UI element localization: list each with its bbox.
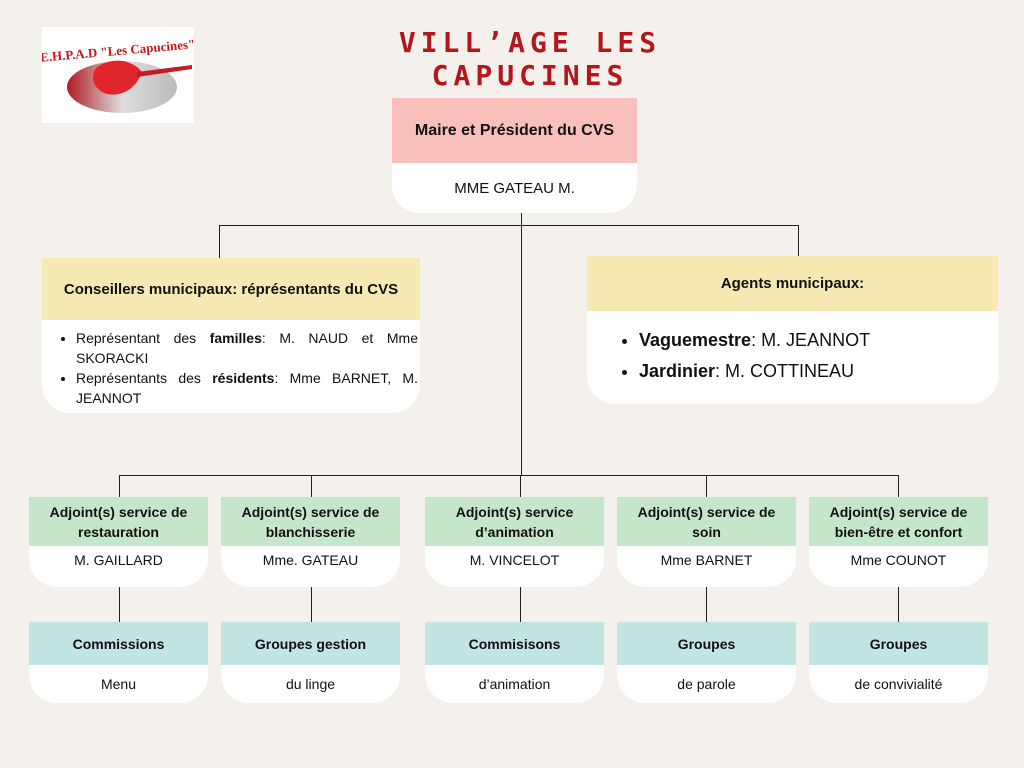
agents-box: Agents municipaux: Vaguemestre: M. JEANN…	[587, 256, 998, 404]
council-item: Représentants des résidents: Mme BARNET,…	[76, 368, 418, 408]
connector	[706, 587, 707, 622]
connector	[520, 587, 521, 622]
adjoint-box: Adjoint(s) service de blanchisserie Mme.…	[221, 497, 400, 587]
group-detail: de parole	[617, 665, 796, 703]
adjoint-role: Adjoint(s) service d’animation	[425, 497, 604, 546]
adjoint-name: M. VINCELOT	[425, 546, 604, 587]
adjoint-role: Adjoint(s) service de blanchisserie	[221, 497, 400, 546]
connector	[119, 587, 120, 622]
president-role: Maire et Président du CVS	[392, 98, 637, 163]
connector	[119, 475, 120, 497]
council-list: Représentant des familles: M. NAUD et Mm…	[42, 328, 418, 408]
ehpad-logo: E.H.P.A.D "Les Capucines"	[39, 27, 196, 123]
group-title: Groupes gestion	[221, 622, 400, 665]
agent-item: Jardinier: M. COTTINEAU	[639, 356, 998, 387]
connector	[521, 212, 522, 475]
connector	[898, 475, 899, 497]
connector	[898, 587, 899, 622]
poppy-flower-logo-icon: E.H.P.A.D "Les Capucines"	[39, 36, 196, 113]
agent-item: Vaguemestre: M. JEANNOT	[639, 325, 998, 356]
group-box: Groupes de parole	[617, 622, 796, 703]
adjoint-name: Mme. GATEAU	[221, 546, 400, 587]
council-item: Représentant des familles: M. NAUD et Mm…	[76, 328, 418, 368]
group-detail: d’animation	[425, 665, 604, 703]
agents-list: Vaguemestre: M. JEANNOT Jardinier: M. CO…	[587, 325, 998, 387]
adjoint-role: Adjoint(s) service de restauration	[29, 497, 208, 546]
connector	[219, 225, 220, 258]
president-box: Maire et Président du CVS MME GATEAU M.	[392, 98, 637, 213]
adjoint-name: Mme BARNET	[617, 546, 796, 587]
connector	[706, 475, 707, 497]
adjoint-role: Adjoint(s) service de soin	[617, 497, 796, 546]
president-name: MME GATEAU M.	[392, 163, 637, 213]
page-title: VILL’AGE LES CAPUCINES	[398, 26, 662, 92]
group-box: Groupes gestion du linge	[221, 622, 400, 703]
group-box: Commisisons d’animation	[425, 622, 604, 703]
group-box: Commissions Menu	[29, 622, 208, 703]
group-title: Commissions	[29, 622, 208, 665]
group-detail: Menu	[29, 665, 208, 703]
adjoint-box: Adjoint(s) service de restauration M. GA…	[29, 497, 208, 587]
adjoint-box: Adjoint(s) service d’animation M. VINCEL…	[425, 497, 604, 587]
connector	[798, 225, 799, 256]
connector	[520, 475, 521, 497]
group-box: Groupes de convivialité	[809, 622, 988, 703]
svg-text:E.H.P.A.D "Les Capucines": E.H.P.A.D "Les Capucines"	[42, 36, 194, 64]
group-title: Groupes	[809, 622, 988, 665]
adjoint-box: Adjoint(s) service de soin Mme BARNET	[617, 497, 796, 587]
connector	[311, 475, 312, 497]
group-detail: de convivialité	[809, 665, 988, 703]
connector	[119, 475, 898, 476]
adjoint-name: M. GAILLARD	[29, 546, 208, 587]
agents-role: Agents municipaux:	[587, 256, 998, 311]
connector	[219, 225, 799, 226]
council-box: Conseillers municipaux: réprésentants du…	[42, 258, 420, 413]
connector	[311, 587, 312, 622]
adjoint-box: Adjoint(s) service de bien-être et confo…	[809, 497, 988, 587]
adjoint-name: Mme COUNOT	[809, 546, 988, 587]
group-detail: du linge	[221, 665, 400, 703]
adjoint-role: Adjoint(s) service de bien-être et confo…	[809, 497, 988, 546]
group-title: Commisisons	[425, 622, 604, 665]
group-title: Groupes	[617, 622, 796, 665]
council-role: Conseillers municipaux: réprésentants du…	[42, 258, 420, 320]
